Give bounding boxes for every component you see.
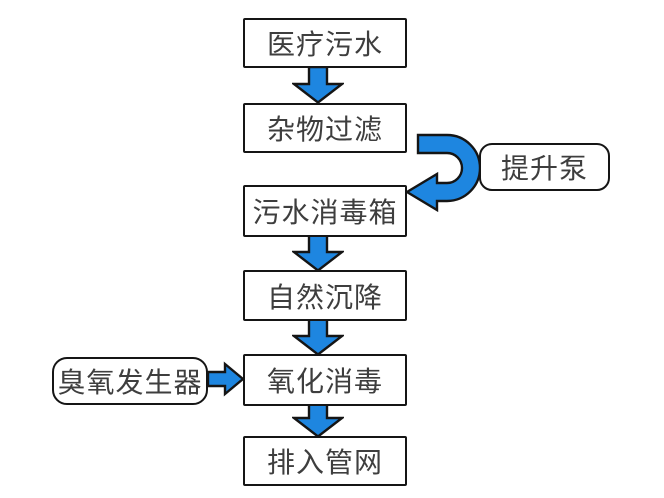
node-medical-sewage-label: 医疗污水 (266, 28, 383, 61)
node-debris-filter-label: 杂物过滤 (266, 113, 383, 146)
node-medical-sewage: 医疗污水 (243, 18, 407, 68)
node-lift-pump: 提升泵 (479, 143, 610, 191)
node-natural-settling: 自然沉降 (243, 270, 407, 321)
node-ozone-generator-label: 臭氧发生器 (57, 366, 203, 399)
right-arrow-icon (207, 361, 245, 397)
down-arrow-icon (292, 234, 344, 272)
node-discharge-network: 排入管网 (243, 436, 407, 486)
node-oxidation-disinfection-label: 氧化消毒 (266, 365, 383, 398)
node-debris-filter: 杂物过滤 (243, 103, 407, 153)
node-natural-settling-label: 自然沉降 (266, 280, 383, 314)
node-oxidation-disinfection: 氧化消毒 (243, 354, 407, 406)
node-disinfection-tank-label: 污水消毒箱 (252, 196, 398, 229)
node-discharge-network-label: 排入管网 (266, 446, 383, 479)
node-lift-pump-label: 提升泵 (500, 152, 588, 185)
down-arrow-icon (292, 66, 344, 104)
node-ozone-generator: 臭氧发生器 (52, 357, 208, 405)
node-disinfection-tank: 污水消毒箱 (243, 185, 407, 237)
curved-uturn-arrow-icon (404, 133, 481, 212)
down-arrow-icon (292, 318, 344, 356)
